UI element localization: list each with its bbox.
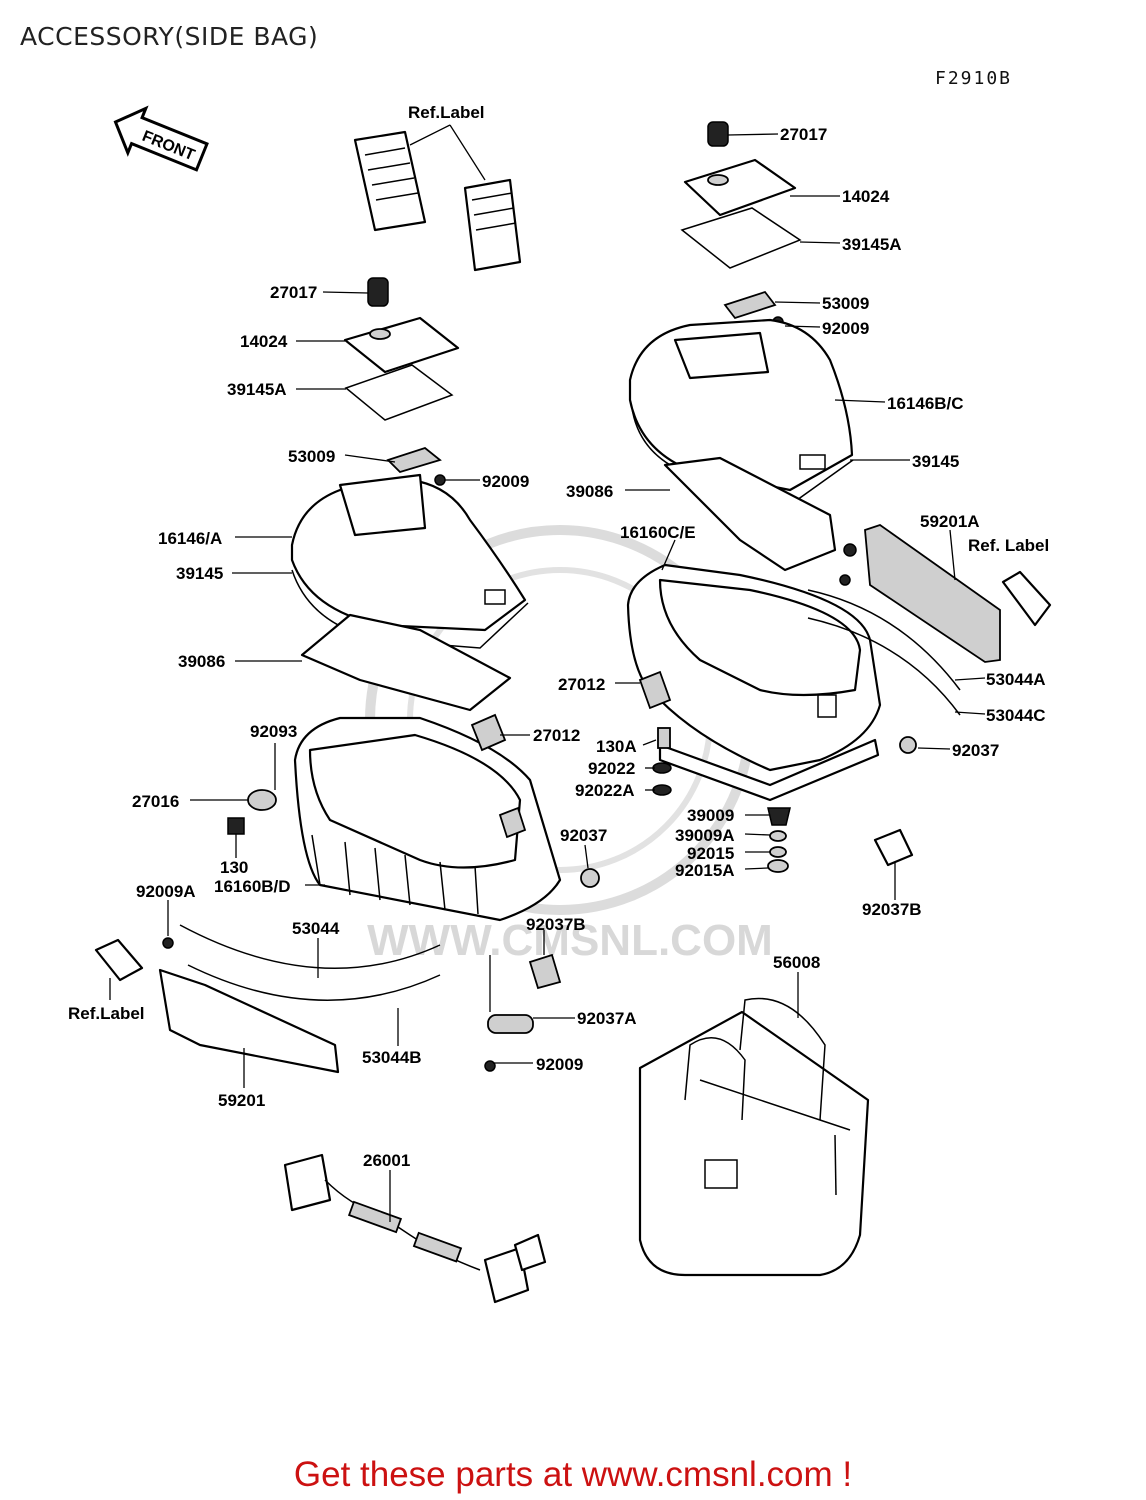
label-92009-bottom: 92009 (536, 1055, 583, 1074)
front-arrow-icon: FRONT (113, 105, 209, 172)
promo-link[interactable]: Get these parts at www.cmsnl.com ! (293, 1455, 853, 1494)
label-53044b: 53044B (362, 1048, 422, 1067)
label-39086-right: 39086 (566, 482, 613, 501)
label-39145-left: 39145 (176, 564, 223, 583)
label-39009a: 39009A (675, 826, 735, 845)
part-labels: Ref.Label Ref. Label Ref.Label 27017 140… (68, 103, 1049, 1170)
label-27012-right: 27012 (558, 675, 605, 694)
figure-code: F2910B (935, 68, 1013, 89)
right-case (626, 524, 1052, 802)
label-16146a: 16146/A (158, 529, 222, 548)
label-53009-left: 53009 (288, 447, 335, 466)
label-27012-left: 27012 (533, 726, 580, 745)
label-53044a: 53044A (986, 670, 1046, 689)
small-fasteners-right (652, 727, 914, 873)
leader-lines (109, 133, 986, 1222)
label-59201a: 59201A (920, 512, 980, 531)
page-title: ACCESSORY(SIDE BAG) (20, 22, 319, 51)
label-92037a: 92037A (577, 1009, 637, 1028)
label-92093: 92093 (250, 722, 297, 741)
bag-56008 (638, 997, 870, 1277)
label-53044c: 53044C (986, 706, 1046, 725)
label-92009a: 92009A (136, 882, 196, 901)
label-59201: 59201 (218, 1091, 265, 1110)
label-92037-right: 92037 (952, 741, 999, 760)
label-39086-left: 39086 (178, 652, 225, 671)
label-92009-left: 92009 (482, 472, 529, 491)
watermark-text: WWW.CMSNL.COM (367, 916, 773, 965)
label-39145a-left: 39145A (227, 380, 287, 399)
label-27017-left: 27017 (270, 283, 317, 302)
ref-label-top: Ref.Label (408, 103, 485, 122)
label-130: 130 (220, 858, 248, 877)
label-14024-left: 14024 (240, 332, 288, 351)
left-lid-assembly (290, 277, 529, 712)
label-92037-left: 92037 (560, 826, 607, 845)
label-56008: 56008 (773, 953, 820, 972)
label-92022: 92022 (588, 759, 635, 778)
label-16160bd: 16160B/D (214, 877, 291, 896)
label-92037b-left: 92037B (526, 915, 586, 934)
label-27016: 27016 (132, 792, 179, 811)
label-16146bc: 16146B/C (887, 394, 964, 413)
ref-label-right: Ref. Label (968, 536, 1049, 555)
left-case (227, 713, 600, 922)
right-lid-assembly (628, 121, 854, 572)
label-26001: 26001 (363, 1151, 410, 1170)
harness-26001 (283, 1153, 547, 1304)
label-39145a-right: 39145A (842, 235, 902, 254)
label-14024-right: 14024 (842, 187, 890, 206)
label-92015a: 92015A (675, 861, 735, 880)
label-92037b-right: 92037B (862, 900, 922, 919)
label-53009-right: 53009 (822, 294, 869, 313)
left-lower-trims (94, 924, 562, 1074)
label-92022a: 92022A (575, 781, 635, 800)
label-92015: 92015 (687, 844, 734, 863)
label-39145-right: 39145 (912, 452, 959, 471)
label-16160ce: 16160C/E (620, 523, 696, 542)
label-130a: 130A (596, 737, 637, 756)
label-92009-right: 92009 (822, 319, 869, 338)
ref-label-left: Ref.Label (68, 1004, 145, 1023)
label-39009: 39009 (687, 806, 734, 825)
label-27017-right: 27017 (780, 125, 827, 144)
label-53044: 53044 (292, 919, 340, 938)
ref-label-cards (353, 124, 522, 272)
